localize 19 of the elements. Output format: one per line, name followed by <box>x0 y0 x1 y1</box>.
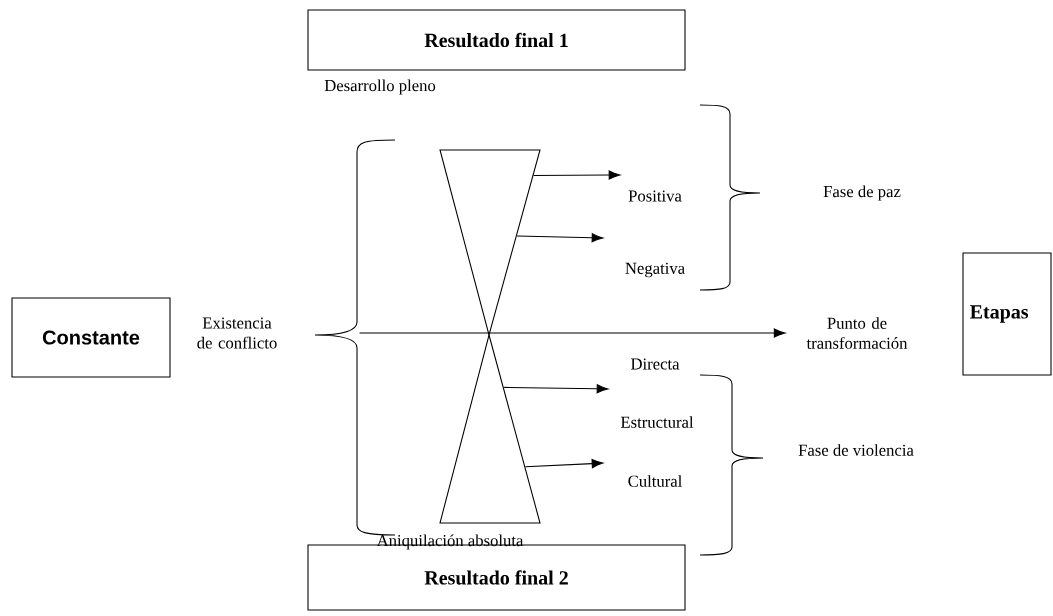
label: Directa <box>630 358 680 370</box>
text-box: Etapas <box>962 252 1052 376</box>
label: Fase de paz <box>823 185 901 201</box>
label: Desarrollo pleno <box>324 79 436 95</box>
label: Positiva <box>628 190 682 202</box>
arrow <box>359 328 786 338</box>
label: Fase de violencia <box>798 444 914 456</box>
label: Negativa <box>625 262 685 278</box>
brace <box>314 139 396 536</box>
arrow <box>516 233 604 243</box>
arrow <box>532 170 621 180</box>
label: Cultural <box>628 475 682 487</box>
arrow <box>524 459 604 469</box>
arrow <box>503 384 609 394</box>
label: Existencia de conflicto <box>197 317 277 349</box>
node-text: Punto de transformación <box>806 317 908 349</box>
label: Estructural <box>620 416 694 428</box>
text-box: Resultado final 1 <box>307 9 686 71</box>
text-box: Constante <box>11 297 171 378</box>
